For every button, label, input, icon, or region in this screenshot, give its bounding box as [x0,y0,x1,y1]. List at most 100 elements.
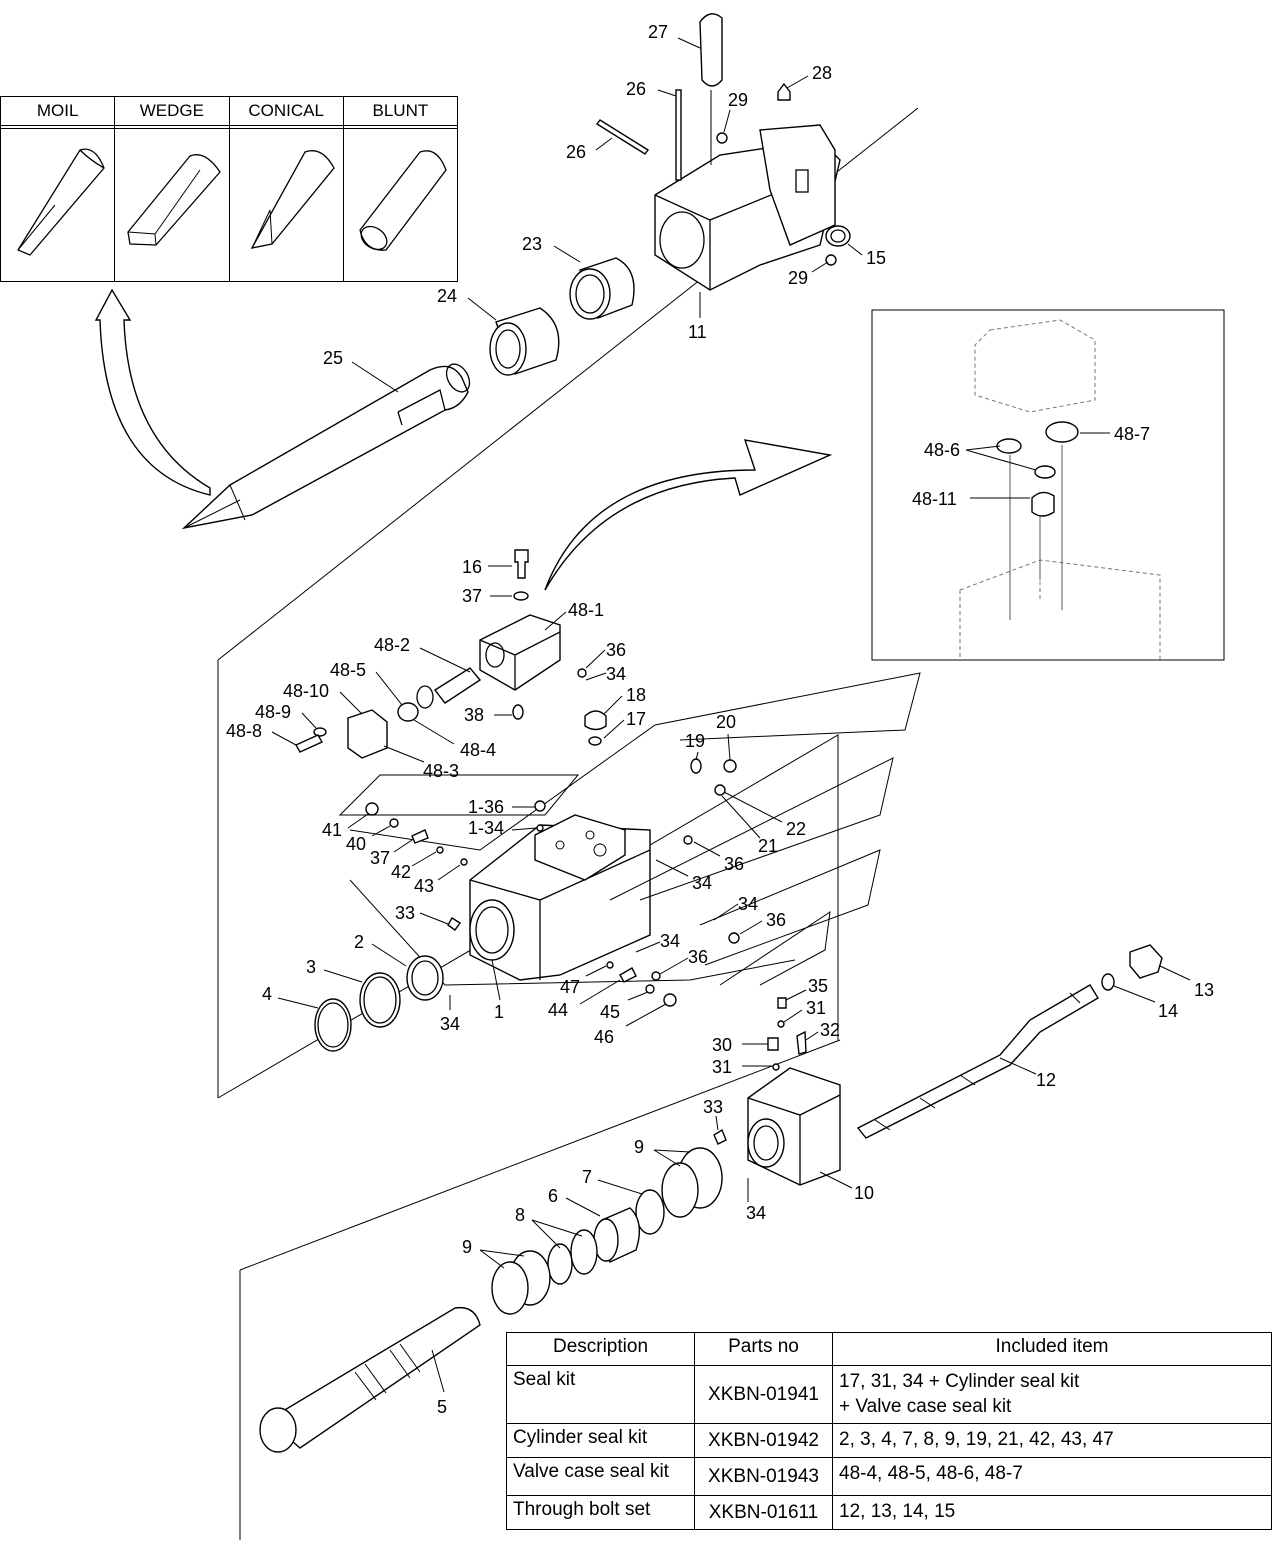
plug-36-top [577,668,587,678]
kit-included: 48-4, 48-5, 48-6, 48-7 [832,1457,1272,1496]
tool-tip-columns [1,125,457,281]
label-37-side: 37 [370,848,390,868]
label-7: 7 [582,1167,592,1187]
plug-29-bottom [825,254,837,266]
oring-47 [606,961,614,969]
seal-4 [314,998,352,1052]
oring-31-top [777,1020,785,1028]
kit-included-line: 48-4, 48-5, 48-6, 48-7 [839,1463,1023,1484]
kit-description: Through bolt set [506,1495,695,1530]
tip-wedge-label: WEDGE [115,97,230,125]
spring-38 [512,704,524,720]
label-48-8: 48-8 [226,721,262,741]
label-34-e: 34 [440,1014,460,1034]
nut-13 [1129,944,1163,979]
plug-30 [767,1037,779,1051]
label-21: 21 [758,836,778,856]
label-48-2: 48-2 [374,635,410,655]
tool-tip-types-box: MOIL WEDGE CONICAL BLUNT [0,96,458,282]
washer-45 [645,984,655,994]
label-43: 43 [414,876,434,896]
label-31-top: 31 [806,998,826,1018]
label-34-a: 34 [606,664,626,684]
label-2: 2 [354,932,364,952]
label-40: 40 [346,834,366,854]
label-38: 38 [464,705,484,725]
label-6: 6 [548,1186,558,1206]
label-35: 35 [808,976,828,996]
kit-description: Valve case seal kit [506,1457,695,1496]
label-20: 20 [716,712,736,732]
bush-15 [825,225,851,247]
kit-parts-no: XKBN-01942 [694,1423,833,1458]
oring-7 [635,1189,665,1235]
label-1: 1 [494,1002,504,1022]
part-48-6-oring-b [1034,465,1056,479]
part-48-7-seal [1045,421,1079,443]
plug-36-right [683,835,693,845]
detail-view-arrow [544,439,833,591]
valve-housing-48-1 [479,614,561,691]
tip-conical-label: CONICAL [230,97,344,125]
label-41: 41 [322,820,342,840]
label-4: 4 [262,984,272,1004]
kit-description: Seal kit [506,1365,695,1424]
plug-37-side [411,829,429,844]
table-row: Valve case seal kit XKBN-01943 48-4, 48-… [506,1457,1272,1496]
kit-included: 12, 13, 14, 15 [832,1495,1272,1530]
label-26-top: 26 [626,79,646,99]
kit-included-line: 12, 13, 14, 15 [839,1501,956,1522]
label-46: 46 [594,1027,614,1047]
label-9-front: 9 [462,1237,472,1257]
kit-included: 2, 3, 4, 7, 8, 9, 19, 21, 42, 43, 47 [832,1423,1272,1458]
plug-18 [584,710,607,731]
label-45: 45 [600,1002,620,1022]
label-24: 24 [437,286,457,306]
label-48-6: 48-6 [924,440,960,460]
kit-included-line: 2, 3, 4, 7, 8, 9, 19, 21, 42, 43, 47 [839,1429,1114,1450]
bolt-48-8 [295,734,323,753]
moil-tip-drawing [17,148,105,256]
label-11: 11 [688,322,707,342]
plug-36-bottom [651,971,661,981]
oring-1-34 [536,824,544,832]
tip-moil-label: MOIL [1,97,116,125]
label-18: 18 [626,685,646,705]
label-30: 30 [712,1035,732,1055]
label-23: 23 [522,234,542,254]
part-48-6-oring-a [996,438,1022,454]
label-8: 8 [515,1205,525,1225]
leader-lines [271,37,1191,1393]
bolt-16 [514,549,529,579]
oring-31-bottom [772,1063,780,1071]
stop-pin-26-vertical [675,89,682,181]
kit-parts-no: XKBN-01611 [694,1495,833,1530]
label-19: 19 [685,731,705,751]
rod-pin-27 [699,13,723,87]
valve-detail-inset [871,309,1225,661]
label-27: 27 [648,22,668,42]
label-44: 44 [548,1000,568,1020]
kit-header-included: Included item [832,1332,1272,1366]
label-36-a: 36 [606,640,626,660]
washer-40 [389,818,399,828]
label-12: 12 [1036,1070,1056,1090]
label-33-back: 33 [703,1097,723,1117]
label-48-9: 48-9 [255,702,291,722]
label-17: 17 [626,709,646,729]
piston-5 [259,1306,481,1453]
label-25: 25 [323,348,343,368]
label-47: 47 [560,977,580,997]
oring-42 [436,846,444,854]
through-bolt-12 [856,984,1099,1139]
plug-35 [777,997,787,1009]
kit-included-line: 17, 31, 34 + Cylinder seal kit [839,1371,1080,1392]
table-row: Seal kit XKBN-01941 17, 31, 34 + Cylinde… [506,1365,1272,1424]
label-28: 28 [812,63,832,83]
label-10: 10 [854,1183,874,1203]
tip-selection-arrow [94,288,211,496]
kit-parts-no: XKBN-01943 [694,1457,833,1496]
kit-header-parts-no: Parts no [694,1332,833,1366]
part-number-labels: 27 28 26 29 26 23 15 29 24 11 25 48-7 48… [226,22,1214,1417]
